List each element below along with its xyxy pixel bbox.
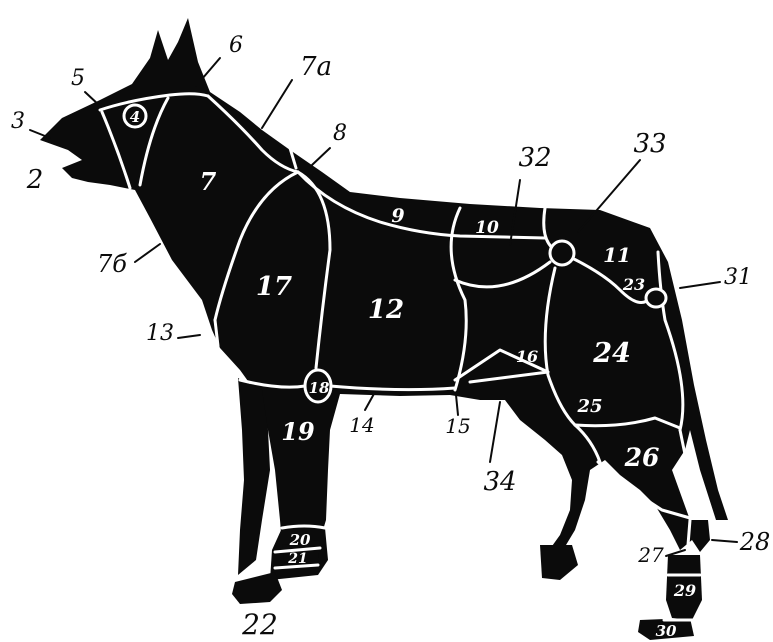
label-5: 5 (71, 66, 85, 91)
label-25: 25 (576, 396, 602, 417)
label-7b: 7б (97, 250, 127, 278)
label-10: 10 (475, 218, 499, 238)
label-11: 11 (603, 243, 631, 267)
label-12: 12 (368, 295, 404, 325)
label-3: 3 (11, 109, 25, 134)
label-16: 16 (516, 347, 538, 366)
label-27: 27 (637, 543, 664, 567)
label-20: 20 (289, 531, 311, 549)
label-22: 22 (241, 608, 278, 641)
label-14: 14 (349, 413, 374, 437)
label-8: 8 (333, 121, 347, 146)
label-24: 24 (592, 338, 631, 369)
label-2: 2 (26, 165, 44, 195)
label-34: 34 (483, 467, 516, 497)
label-6: 6 (229, 33, 243, 58)
label-23: 23 (622, 275, 645, 294)
label-13: 13 (146, 321, 174, 346)
label-7: 7 (200, 167, 217, 196)
region-33-ring (550, 241, 574, 265)
label-17: 17 (256, 272, 292, 302)
label-21: 21 (287, 551, 307, 567)
label-32: 32 (518, 143, 551, 173)
label-7a: 7a (300, 52, 332, 82)
label-18: 18 (309, 379, 330, 397)
label-29: 29 (673, 581, 696, 600)
label-31: 31 (724, 265, 752, 290)
label-33: 33 (633, 129, 666, 159)
label-26: 26 (624, 443, 660, 472)
label-30: 30 (656, 622, 677, 640)
label-9: 9 (391, 205, 404, 227)
label-15: 15 (445, 414, 470, 438)
region-23-ring (646, 289, 666, 307)
label-28: 28 (739, 528, 771, 556)
label-4: 4 (130, 108, 140, 126)
label-19: 19 (281, 417, 315, 446)
